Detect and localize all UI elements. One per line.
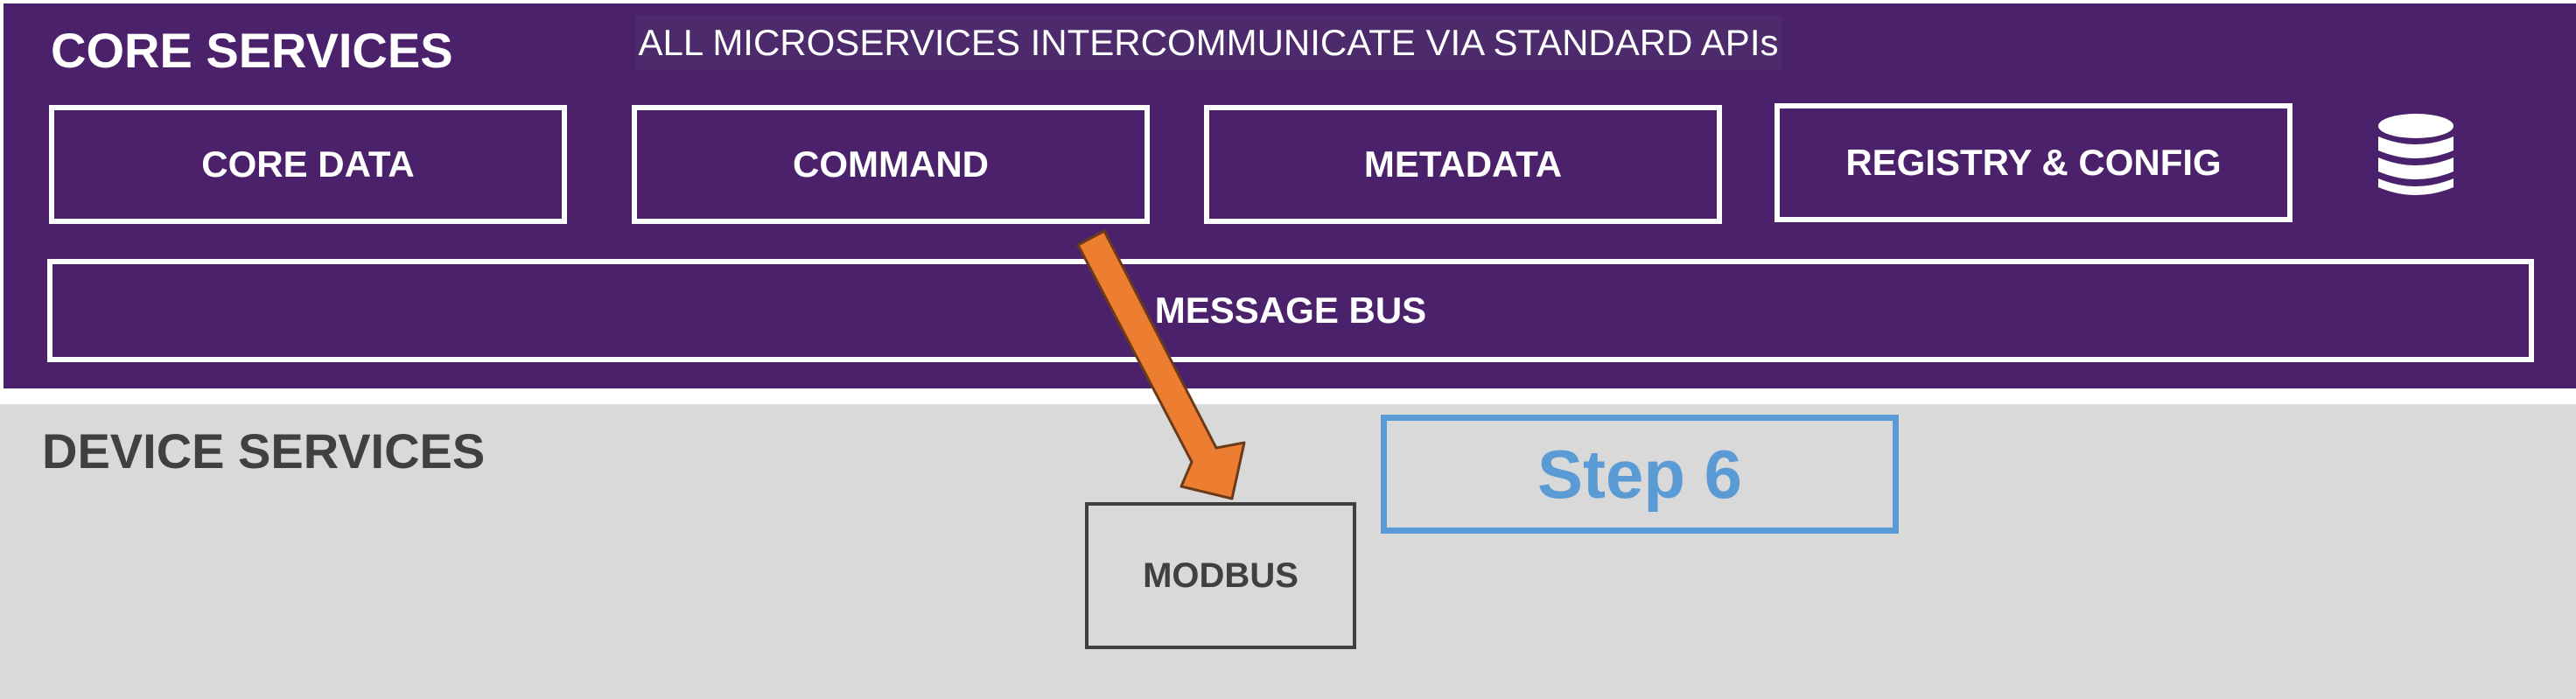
registry-config-box: REGISTRY & CONFIG xyxy=(1774,103,2292,222)
command-box: COMMAND xyxy=(632,105,1150,224)
metadata-box: METADATA xyxy=(1204,105,1722,224)
database-icon xyxy=(2378,114,2454,195)
core-data-box: CORE DATA xyxy=(49,105,567,224)
step-label-box: Step 6 xyxy=(1381,415,1899,534)
message-bus-box: MESSAGE BUS xyxy=(47,259,2534,362)
device-services-panel xyxy=(0,404,2576,699)
core-services-title: CORE SERVICES xyxy=(51,23,453,78)
modbus-box: MODBUS xyxy=(1085,502,1356,649)
api-note: ALL MICROSERVICES INTERCOMMUNICATE VIA S… xyxy=(635,16,1782,70)
device-services-title: DEVICE SERVICES xyxy=(42,423,486,479)
